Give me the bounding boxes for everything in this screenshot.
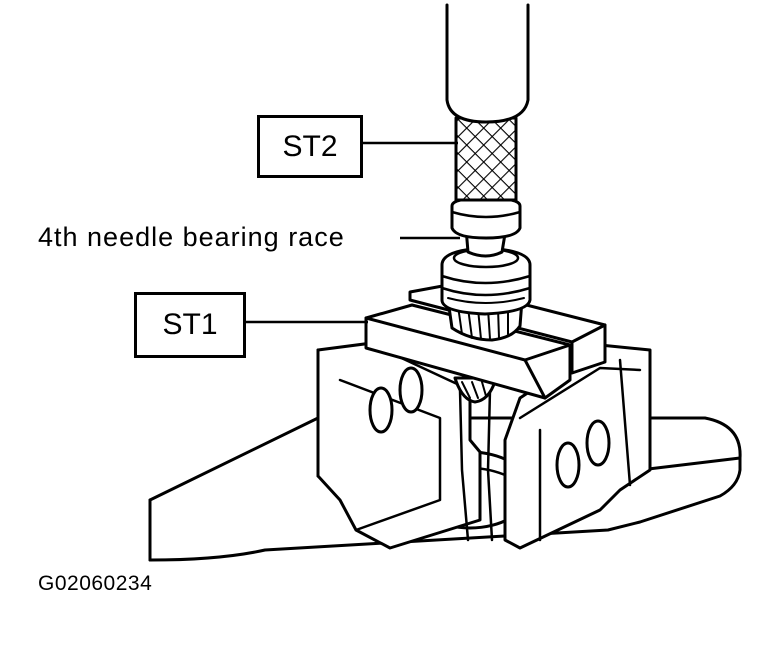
right-bolt-hole-2 [585, 419, 611, 467]
bearing-race-label: 4th needle bearing race [38, 222, 345, 252]
st2-handle [445, 3, 530, 124]
st2-label: ST2 [257, 115, 363, 178]
st2-knurled-grip [454, 116, 518, 202]
lower-shaft [458, 388, 494, 542]
figure-code: G02060234 [38, 572, 153, 595]
right-bolt-hole-1 [555, 441, 581, 489]
st1-label: ST1 [134, 292, 246, 358]
st1-front-plate [364, 303, 572, 400]
left-bolt-hole-1 [368, 386, 394, 434]
left-bolt-hole-2 [398, 366, 424, 414]
